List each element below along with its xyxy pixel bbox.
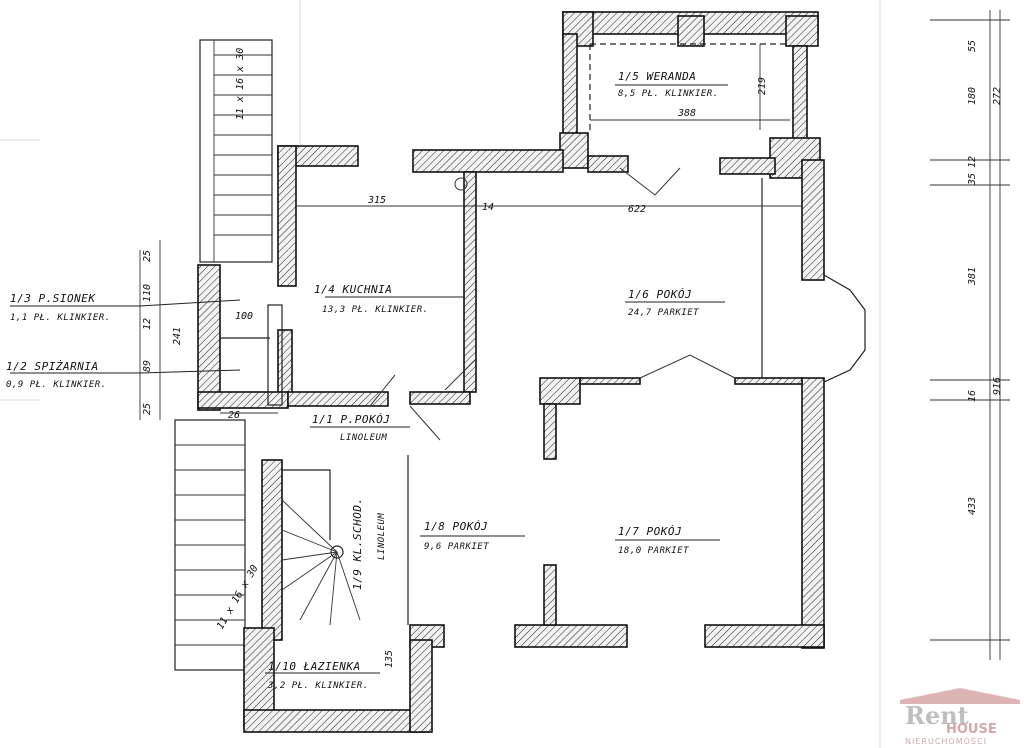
svg-text:12: 12 — [967, 156, 978, 168]
svg-text:135: 135 — [384, 650, 395, 668]
svg-text:180: 180 — [967, 87, 978, 105]
svg-text:55: 55 — [967, 40, 978, 52]
room-label-hall: 1/1 P.POKÓJ — [312, 413, 390, 426]
svg-text:381: 381 — [967, 267, 978, 286]
room-label-kitchen: 1/4 KUCHNIA — [314, 283, 392, 296]
room-label-bathroom: 1/10 ŁAZIENKA — [268, 660, 361, 673]
svg-text:LINOLEUM: LINOLEUM — [377, 513, 387, 560]
svg-text:25: 25 — [142, 250, 153, 262]
svg-text:89: 89 — [142, 360, 153, 372]
svg-text:LINOLEUM: LINOLEUM — [340, 433, 387, 443]
svg-text:433: 433 — [967, 497, 978, 515]
svg-text:622: 622 — [628, 204, 646, 215]
room-label-room8: 1/8 POKÓJ — [424, 520, 488, 533]
svg-text:916: 916 — [992, 377, 1003, 395]
svg-text:8,5 PŁ. KLINKIER.: 8,5 PŁ. KLINKIER. — [618, 89, 719, 99]
svg-text:16: 16 — [967, 390, 978, 402]
scan-guides — [0, 0, 881, 748]
svg-text:Rent: Rent — [905, 701, 969, 730]
room-label-living: 1/6 POKÓJ — [628, 288, 692, 301]
stair-top — [199, 39, 273, 263]
svg-text:100: 100 — [235, 311, 253, 322]
svg-text:14: 14 — [482, 202, 494, 213]
door-swings — [369, 167, 736, 441]
room-label-room7: 1/7 POKÓJ — [618, 525, 682, 538]
svg-text:315: 315 — [367, 195, 386, 206]
svg-text:18,0 PARKIET: 18,0 PARKIET — [618, 546, 689, 556]
svg-text:26: 26 — [228, 410, 240, 421]
stair-bottom — [174, 419, 246, 671]
room-labels: 1/4 KUCHNIA 13,3 PŁ. KLINKIER. 1/5 WERAN… — [6, 70, 719, 691]
svg-text:0,9 PŁ. KLINKIER.: 0,9 PŁ. KLINKIER. — [6, 380, 107, 390]
svg-text:25: 25 — [142, 403, 153, 415]
svg-text:241: 241 — [172, 327, 183, 345]
svg-text:24,7 PARKIET: 24,7 PARKIET — [628, 308, 699, 318]
svg-text:110: 110 — [142, 284, 153, 302]
svg-text:NIERUCHOMOŚCI: NIERUCHOMOŚCI — [905, 735, 987, 746]
svg-text:9,6 PARKIET: 9,6 PARKIET — [424, 542, 489, 552]
dimension-lines — [139, 10, 1010, 660]
svg-text:12: 12 — [142, 318, 153, 330]
room-label-pantry: 1/2 SPIŻARNIA — [6, 360, 99, 373]
interior-walls — [287, 171, 803, 626]
leader-lines — [10, 84, 728, 674]
svg-text:3,2 PŁ. KLINKIER.: 3,2 PŁ. KLINKIER. — [267, 681, 369, 691]
svg-text:272: 272 — [992, 87, 1003, 105]
svg-text:13,3 PŁ. KLINKIER.: 13,3 PŁ. KLINKIER. — [322, 305, 429, 315]
room-label-veranda: 1/5 WERANDA — [618, 70, 696, 83]
room-label-sionek: 1/3 P.SIONEK — [10, 292, 96, 305]
svg-text:HOUSE: HOUSE — [946, 722, 997, 737]
svg-text:1,1 PŁ. KLINKIER.: 1,1 PŁ. KLINKIER. — [10, 313, 111, 323]
brand-watermark: Rent HOUSE NIERUCHOMOŚCI — [900, 688, 1020, 746]
pantry-walls — [197, 264, 289, 411]
svg-text:388: 388 — [677, 108, 696, 119]
svg-text:35: 35 — [967, 173, 978, 186]
spiral-stair — [281, 469, 361, 626]
room-label-stairwell: 1/9 KL.SCHOD. — [351, 497, 364, 590]
svg-text:219: 219 — [757, 77, 768, 95]
svg-text:11 x 16 x 30: 11 x 16 x 30 — [215, 563, 261, 631]
svg-text:11 x 16 x 30: 11 x 16 x 30 — [235, 48, 246, 120]
veranda-walls — [559, 11, 821, 179]
